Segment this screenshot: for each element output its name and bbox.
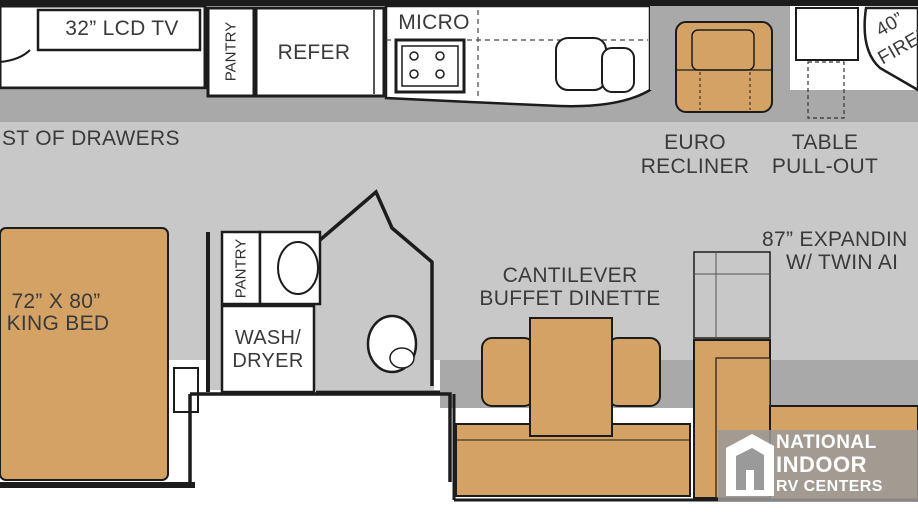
- label-chest-of-drawers: ST OF DRAWERS: [2, 127, 180, 150]
- sink-left: [555, 37, 607, 91]
- logo-line-3: RV CENTERS: [776, 478, 883, 495]
- tv-panel: [36, 8, 202, 52]
- refer-box: [254, 6, 386, 98]
- label-wash-dryer-1: WASH/: [234, 327, 302, 349]
- logo: NATIONAL INDOOR RV CENTERS: [776, 432, 883, 498]
- nightstand: [173, 367, 199, 413]
- label-tv: 32” LCD TV: [65, 17, 179, 40]
- burner-1: [409, 51, 419, 61]
- label-bed-size: 72” X 80”: [11, 290, 101, 313]
- washer-dryer-box: [220, 304, 316, 394]
- label-dinette-2: BUFFET DINETTE: [479, 287, 661, 310]
- label-pantry-top: PANTRY: [222, 21, 240, 82]
- vanity-sink: [277, 241, 319, 295]
- entry-wall: [190, 392, 452, 482]
- logo-house-icon: [726, 434, 774, 496]
- table-pullout-leaf: [807, 61, 845, 119]
- top-wall: [0, 0, 918, 6]
- dinette: [455, 317, 691, 497]
- burner-2: [435, 51, 445, 61]
- king-bed: [0, 227, 169, 481]
- pantry-top-box: [206, 6, 256, 98]
- fireplace: [863, 6, 918, 92]
- stove: [394, 38, 466, 94]
- burner-4: [435, 69, 445, 79]
- label-refer: REFER: [277, 41, 351, 64]
- euro-recliner: [675, 21, 773, 113]
- label-pantry-bath: PANTRY: [232, 238, 250, 299]
- label-bed: KING BED: [6, 312, 110, 335]
- toilet-room-wall: [318, 189, 434, 386]
- tv-cabinet-curve: [0, 49, 31, 63]
- sink-right: [601, 47, 635, 93]
- pantry-bath-box: [220, 230, 262, 306]
- label-euro-recliner-2: RECLINER: [640, 155, 750, 178]
- label-wash-dryer-2: DRYER: [232, 350, 304, 372]
- toilet-seat: [389, 347, 415, 369]
- burner-3: [409, 69, 419, 79]
- label-euro-recliner-1: EURO: [664, 131, 726, 154]
- stove-inner: [401, 45, 459, 87]
- table-pullout-cabinet: [795, 7, 859, 61]
- label-dinette-1: CANTILEVER: [502, 264, 638, 287]
- label-table-pullout-2: PULL-OUT: [771, 155, 879, 178]
- label-table-pullout-1: TABLE: [791, 131, 859, 154]
- label-expanding-sofa-2: W/ TWIN AI: [786, 251, 899, 274]
- logo-line-2: INDOOR: [776, 452, 867, 477]
- logo-line-1: NATIONAL: [776, 432, 877, 453]
- bottom-wall-left: [0, 482, 195, 488]
- label-micro: MICRO: [398, 11, 470, 34]
- label-expanding-sofa-1: 87” EXPANDIN: [762, 228, 908, 251]
